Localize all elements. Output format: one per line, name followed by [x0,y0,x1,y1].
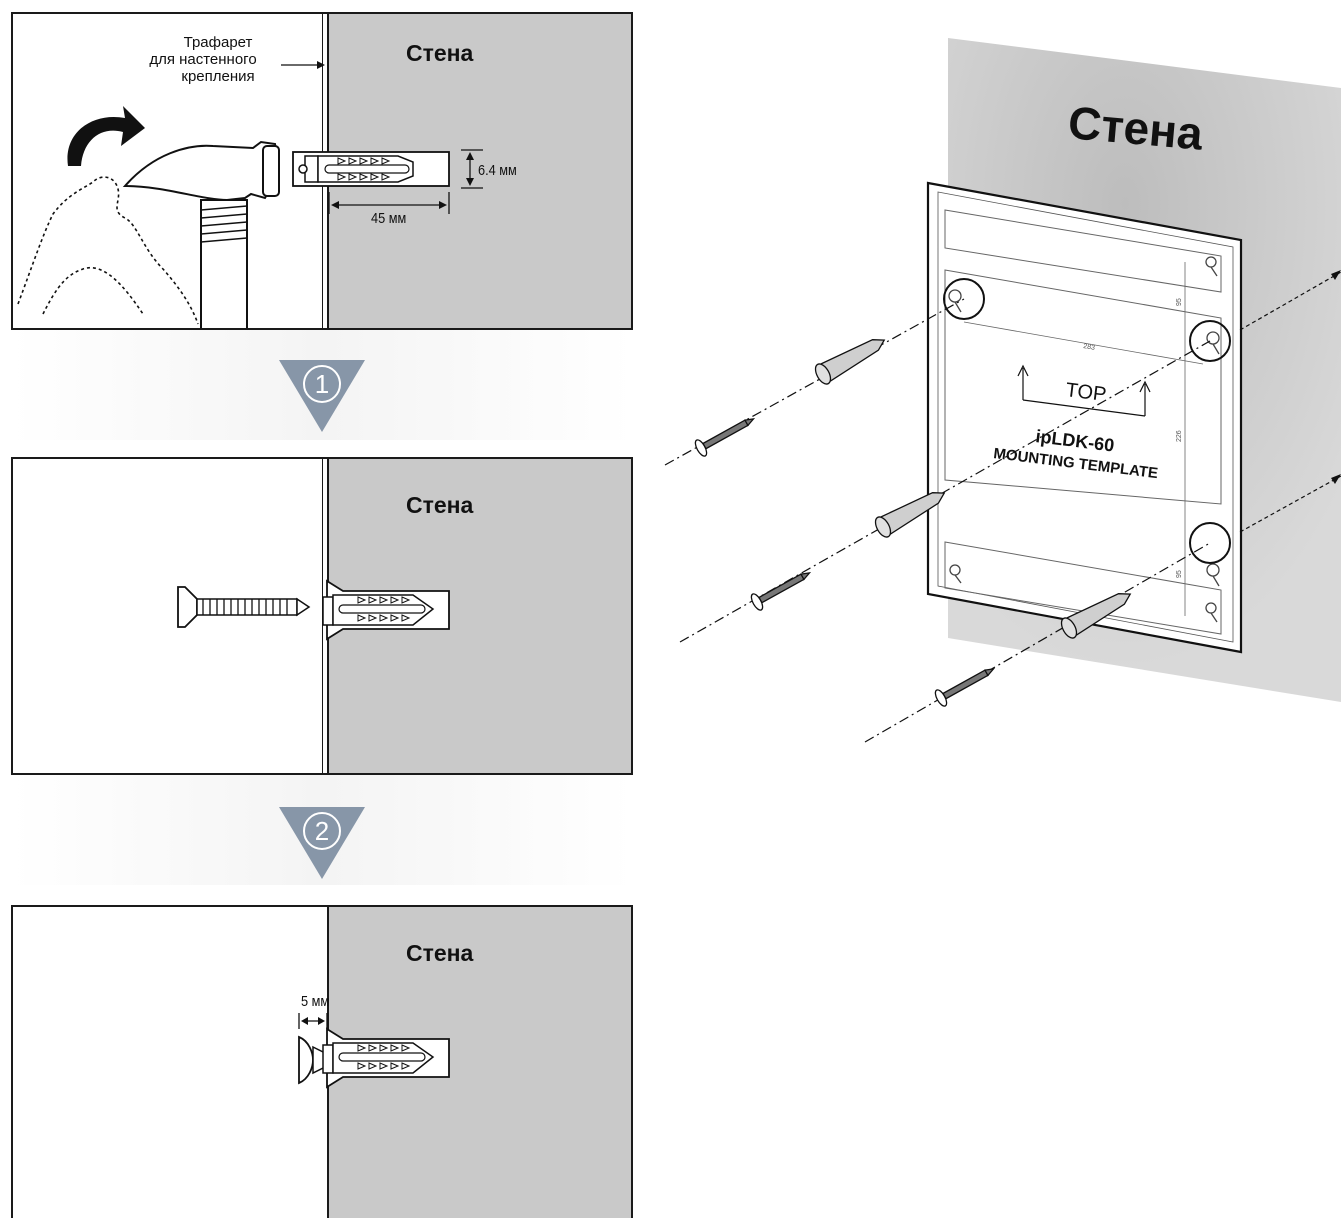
mounting-template-figure: Стена 283 226 95 95 TOP ipLDK-60 MOUNTIN… [664,38,1341,743]
template-top-label: TOP [1064,379,1107,406]
gap-label: 5 мм [301,993,330,1010]
mount-hole-bottom-right [1189,522,1231,564]
stencil-label-line-2: для настенного [149,51,257,68]
mount-hole-top-right [1189,320,1231,362]
figure-wall-label: Стена [1066,96,1205,160]
dim-height-label: 226 [1176,430,1183,442]
step-2-number: 2 [315,816,329,846]
wall-anchor-icon [322,579,450,641]
panel3-illustration [298,1013,450,1089]
hammer-icon [122,140,281,328]
wall-anchor-icon [292,151,450,187]
hand-outline-icon [17,176,199,325]
wall-anchor-icon [322,1027,450,1089]
dim-offset-bottom-label: 95 [1176,570,1183,578]
dim-offset-top-label: 95 [1176,298,1183,306]
anchor-diameter-label: 6.4 мм [478,162,517,179]
panel-step-drill-anchor: Стена Трафарет для настенного крепления [11,12,633,330]
swing-arrow-icon [67,106,145,166]
stencil-label: Трафарет для настенного крепления [123,34,313,85]
dim-width-label: 283 [1083,343,1096,352]
screw-small-icon [694,418,996,707]
panel-step-screw-gap: Стена 5 мм [11,905,633,1218]
panel1-illustration [17,61,483,328]
panel2-illustration [177,579,450,641]
stencil-label-line-3: крепления [181,68,255,85]
panel-step-insert-screw: Стена [11,457,633,775]
anchor-length-label: 45 мм [371,210,407,227]
step-1-number: 1 [315,369,329,399]
wall-label: Стена [406,492,474,518]
stencil-label-line-1: Трафарет [183,34,253,51]
template-sheet [926,181,1243,654]
screw-icon [177,586,311,628]
step-1-marker-icon: 1 [279,360,365,432]
wall-label: Стена [406,40,474,66]
mount-hole-top-left [943,278,985,320]
anchor-plug-icon [814,339,1132,639]
wall-label: Стена [406,940,474,966]
step-2-marker-icon: 2 [279,807,365,879]
